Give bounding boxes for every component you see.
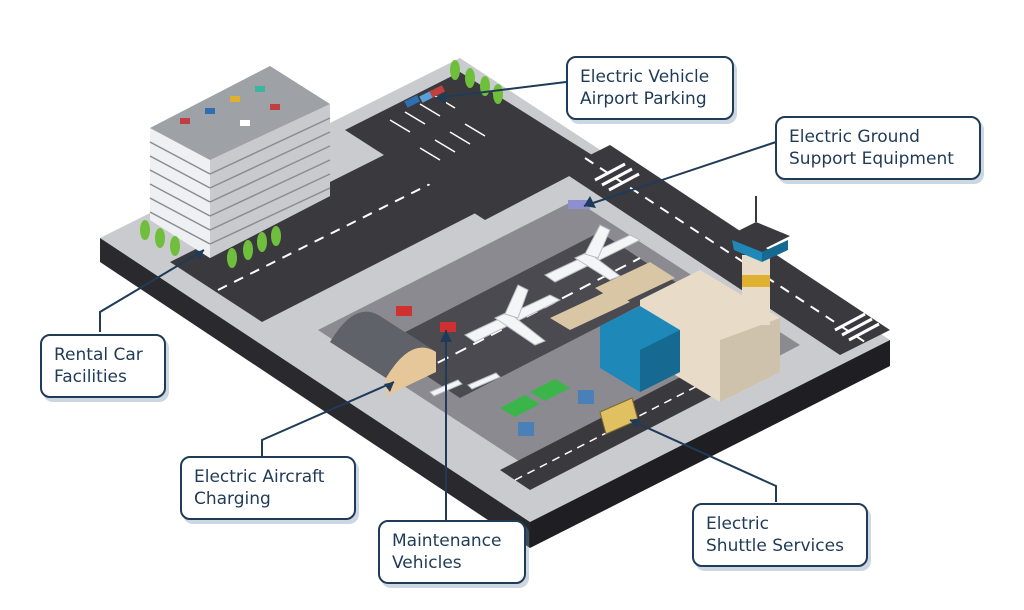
callout-line: Maintenance <box>392 531 502 551</box>
parking-garage <box>149 66 331 258</box>
right-road <box>560 145 890 355</box>
callout-aircraft-charging: Electric Aircraft Charging <box>180 456 356 520</box>
callout-line: Rental Car <box>54 345 143 365</box>
callout-line: Electric Vehicle <box>580 67 710 87</box>
callout-shuttle: Electric Shuttle Services <box>692 503 868 567</box>
callout-line: Charging <box>194 489 271 509</box>
leader-lines <box>99 81 777 520</box>
callout-maintenance: Maintenance Vehicles <box>378 520 526 584</box>
callout-line: Facilities <box>54 367 127 387</box>
callout-ground-support: Electric Ground Support Equipment <box>775 116 981 180</box>
parking-lot <box>345 72 600 220</box>
vehicles <box>396 200 639 436</box>
airplanes <box>429 224 642 397</box>
callout-line: Vehicles <box>392 553 462 573</box>
callout-line: Electric Aircraft <box>194 467 325 487</box>
arrow-heads <box>194 92 640 428</box>
callout-line: Electric <box>706 514 769 534</box>
callout-line: Support Equipment <box>789 149 954 169</box>
trees <box>140 60 503 268</box>
callout-line: Shuttle Services <box>706 536 844 556</box>
callout-line: Electric Ground <box>789 127 920 147</box>
control-tower <box>728 196 790 325</box>
hangar <box>330 311 436 396</box>
green-pads <box>500 379 570 417</box>
callout-rental-car: Rental Car Facilities <box>40 334 166 398</box>
callout-line: Airport Parking <box>580 89 707 109</box>
callout-ev-parking: Electric Vehicle Airport Parking <box>566 56 734 120</box>
